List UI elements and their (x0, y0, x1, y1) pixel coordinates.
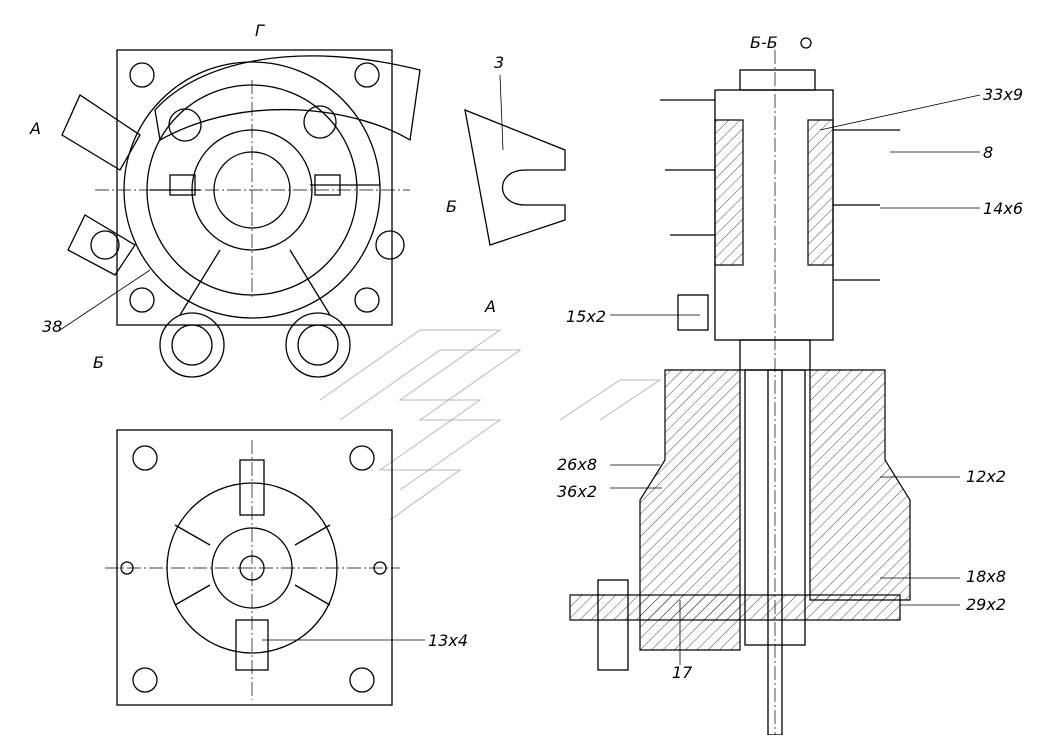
callout-8: 8 (983, 143, 993, 162)
callout-33x9: 33x9 (983, 85, 1023, 104)
callout-18x8: 18x8 (966, 567, 1006, 586)
section-mark-a-right: А (484, 297, 496, 316)
callout-36x2: 36x2 (557, 482, 597, 501)
callout-38: 38 (42, 317, 62, 336)
callout-12x2: 12x2 (966, 467, 1006, 486)
section-mark-b-right: Б (446, 197, 457, 216)
callout-26x8: 26x8 (557, 455, 597, 474)
bottom-view (105, 429, 425, 706)
section-mark-a-left: А (29, 119, 41, 138)
base-plate-top (116, 49, 393, 326)
section-view (569, 50, 981, 735)
part-3 (464, 74, 566, 246)
callout-17: 17 (672, 663, 693, 682)
callout-15x2: 15x2 (566, 307, 606, 326)
callout-29x2: 29x2 (966, 595, 1006, 614)
label-part-3: 3 (494, 53, 504, 72)
section-mark-b-bottom: Б (93, 353, 104, 372)
label-section-bb: Б-Б (750, 33, 778, 52)
label-view-g: Г (255, 21, 265, 40)
top-view (59, 49, 421, 378)
rotation-symbol-icon (800, 37, 812, 49)
callout-13x4: 13x4 (428, 631, 468, 650)
callout-14x6: 14x6 (983, 199, 1023, 218)
watermark (319, 329, 662, 521)
